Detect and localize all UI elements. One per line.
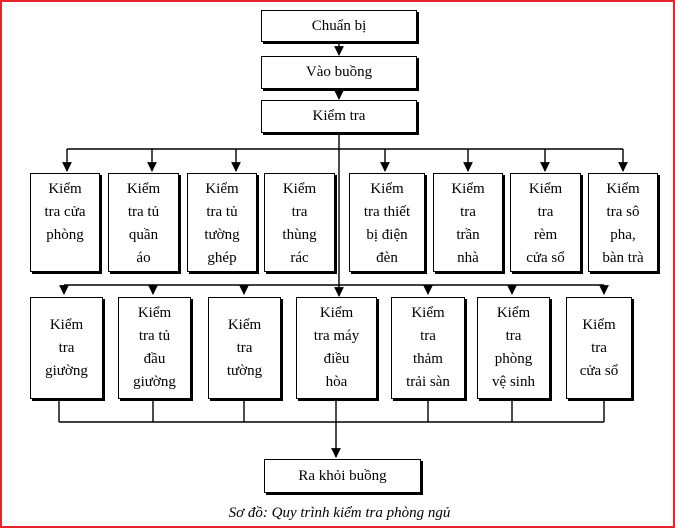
- check-wardrobe: Kiểm tra tủ quần áo: [108, 173, 179, 272]
- check-air-conditioner: Kiểm tra máy điều hòa: [296, 297, 377, 399]
- step-enter-room: Vào buồng: [261, 56, 417, 89]
- check-room-door: Kiểm tra cửa phòng: [30, 173, 100, 272]
- check-bathroom: Kiểm tra phòng vệ sinh: [477, 297, 550, 399]
- check-ceiling: Kiểm tra trần nhà: [433, 173, 503, 272]
- check-wall: Kiểm tra tường: [208, 297, 281, 399]
- check-electrical: Kiểm tra thiết bị điện đèn: [349, 173, 425, 272]
- check-window: Kiểm tra cửa sổ: [566, 297, 632, 399]
- step-prepare: Chuẩn bị: [261, 10, 417, 42]
- check-bedside-table: Kiểm tra tủ đầu giường: [118, 297, 191, 399]
- check-carpet: Kiểm tra thảm trải sàn: [391, 297, 465, 399]
- check-wall-cabinet: Kiểm tra tủ tường ghép: [187, 173, 257, 272]
- step-inspect: Kiểm tra: [261, 100, 417, 133]
- check-trash-bin: Kiểm tra thùng rác: [264, 173, 335, 272]
- step-leave-room: Ra khỏi buồng: [264, 459, 421, 493]
- check-bed: Kiểm tra giường: [30, 297, 103, 399]
- diagram-caption: Sơ đồ: Quy trình kiểm tra phòng ngủ: [228, 505, 451, 521]
- check-sofa-table: Kiểm tra sô pha, bàn trà: [588, 173, 658, 272]
- check-curtains: Kiểm tra rèm cửa sổ: [510, 173, 581, 272]
